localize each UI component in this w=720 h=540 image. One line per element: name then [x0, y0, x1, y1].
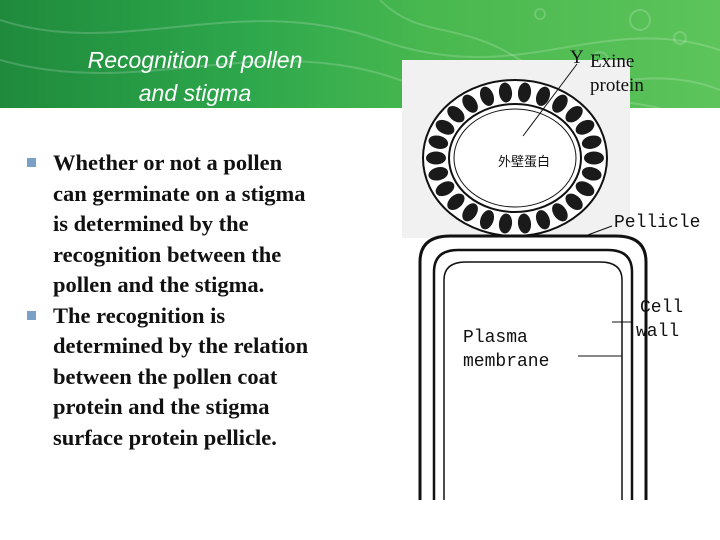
protein-blob: [447, 193, 465, 211]
bullet-text-line: The recognition is: [53, 302, 226, 328]
protein-blob: [565, 193, 583, 211]
protein-blob: [565, 105, 583, 123]
exine-protein-blobs: [426, 82, 604, 234]
protein-blob: [462, 94, 478, 113]
pollen-inner-wall: [448, 103, 582, 213]
protein-blob: [428, 135, 449, 149]
exine-label-line-2: protein: [590, 75, 644, 96]
bullet-text-line: determined by the relation: [53, 333, 309, 358]
bullet-text-line: protein and the stigma: [53, 394, 270, 419]
bullet-text-line: surface protein pellicle.: [53, 424, 277, 450]
protein-blob: [575, 181, 595, 197]
pellicle-leader-line: [584, 225, 613, 237]
cell-wall-label: Cell wall: [636, 296, 683, 344]
protein-blob: [552, 94, 568, 113]
stigma-cell-inner-wall: [432, 248, 634, 500]
protein-blob: [426, 151, 446, 165]
plasma-membrane: [443, 261, 623, 500]
bullet-text-line: pollen and the stigma.: [53, 272, 265, 297]
plasma-membrane-label: Plasma membrane: [463, 326, 549, 374]
bullet-text-line: between the pollen coat: [53, 363, 278, 389]
protein-blob: [462, 203, 478, 222]
protein-blob: [535, 210, 551, 230]
protein-blob: [517, 82, 532, 103]
protein-blob: [575, 119, 595, 135]
bullet-text-line: Whether or not a pollen: [53, 150, 283, 175]
stigma-cell-outer-wall: [418, 234, 648, 500]
protein-blob: [517, 213, 532, 234]
header-banner: Recognition of pollen and stigma: [0, 0, 720, 108]
exine-label-line-1: Exine: [590, 51, 635, 72]
protein-blob: [584, 151, 604, 165]
square-bullet-icon: [27, 310, 36, 320]
protein-blob: [581, 167, 602, 181]
protein-blob: [435, 119, 455, 135]
title-line-2: and stigma: [138, 80, 252, 106]
cell-wall-line-2: wall: [636, 322, 680, 342]
protein-blob: [447, 105, 465, 123]
plasma-line-2: membrane: [463, 352, 550, 372]
exine-prefix-label: Y: [570, 47, 584, 68]
square-bullet-icon: [27, 158, 36, 167]
protein-blob: [581, 135, 602, 149]
bullet-text-line: is determined by the: [53, 211, 249, 236]
protein-blob: [479, 210, 495, 230]
protein-blob: [498, 213, 513, 234]
pollen-intine: [453, 108, 577, 208]
protein-blob: [428, 167, 449, 181]
protein-blob: [552, 203, 568, 222]
pellicle-label: Pellicle: [614, 213, 701, 233]
protein-blob: [479, 86, 495, 106]
bullet-item: Whether or not a pollen can germinate on…: [22, 148, 382, 301]
exine-protein-label: Exine protein: [590, 50, 644, 98]
cell-wall-line-1: Cell: [640, 298, 684, 318]
bullet-text-line: recognition between the: [53, 241, 282, 267]
chinese-label: 外壁蛋白: [498, 154, 550, 170]
slide-title: Recognition of pollen and stigma: [30, 44, 360, 108]
bullet-item: The recognition is determined by the rel…: [22, 301, 382, 454]
bullet-text-line: can germinate on a stigma: [53, 180, 306, 206]
protein-blob: [435, 181, 455, 197]
pollen-stigma-diagram: 外壁蛋白 Y Exine protein Pellicle Cell wall …: [380, 40, 710, 515]
bullet-list: Whether or not a pollen can germinate on…: [22, 148, 382, 453]
protein-blob: [498, 82, 513, 103]
protein-blob: [535, 86, 551, 106]
title-line-1: Recognition of pollen: [87, 47, 303, 73]
exine-leader-line: [522, 63, 578, 137]
diagram-drawing: 外壁蛋白: [402, 60, 648, 500]
plasma-line-1: Plasma: [463, 328, 528, 348]
